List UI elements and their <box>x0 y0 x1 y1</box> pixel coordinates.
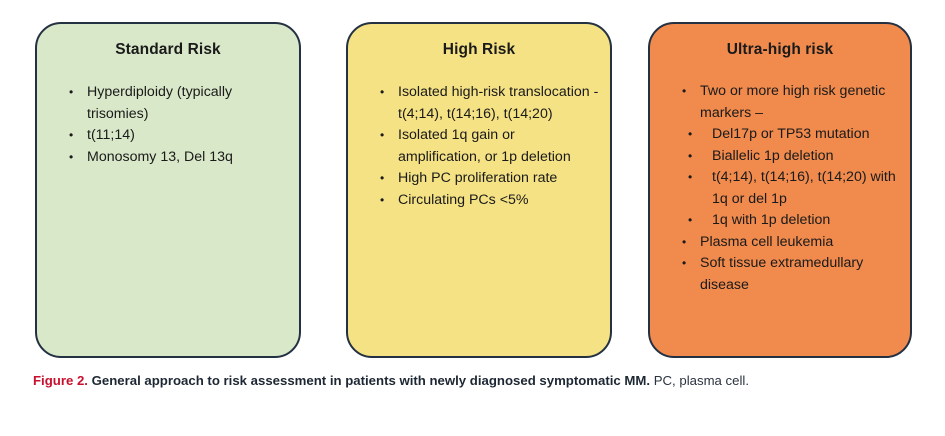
caption-bold-text: General approach to risk assessment in p… <box>91 373 651 388</box>
risk-box-high: High Risk Isolated high-risk translocati… <box>346 22 612 358</box>
list-item: Soft tissue extramedullary disease <box>682 253 900 296</box>
list-item: Monosomy 13, Del 13q <box>69 147 289 169</box>
list-item: Isolated 1q gain or amplification, or 1p… <box>380 125 600 168</box>
bullet-list-high: Isolated high-risk translocation - t(4;1… <box>348 82 610 211</box>
bullet-list-ultra-high: Two or more high risk genetic markers – … <box>650 81 910 296</box>
figure-caption: Figure 2. General approach to risk asses… <box>33 372 923 389</box>
list-item: Hyperdiploidy (typically trisomies) <box>69 82 289 125</box>
list-item: Plasma cell leukemia <box>682 232 900 254</box>
sub-list-item: 1q with 1p deletion <box>688 210 904 232</box>
sub-list-item: t(4;14), t(14;16), t(14;20) with 1q or d… <box>688 167 904 210</box>
list-item: t(11;14) <box>69 125 289 147</box>
bullet-list-standard: Hyperdiploidy (typically trisomies) t(11… <box>37 82 299 168</box>
caption-rest-text: PC, plasma cell. <box>653 373 750 388</box>
list-item: Isolated high-risk translocation - t(4;1… <box>380 82 600 125</box>
box-title-standard: Standard Risk <box>115 41 221 58</box>
sub-bullet-list-ultra-high: Del17p or TP53 mutation Biallelic 1p del… <box>650 124 910 232</box>
list-item: High PC proliferation rate <box>380 168 600 190</box>
risk-box-standard: Standard Risk Hyperdiploidy (typically t… <box>35 22 301 358</box>
box-title-high: High Risk <box>442 41 516 58</box>
list-item: Circulating PCs <5% <box>380 190 600 212</box>
box-title-ultra-high: Ultra-high risk <box>726 41 834 58</box>
sub-list-item: Del17p or TP53 mutation <box>688 124 904 146</box>
caption-figure-number: Figure 2. <box>33 373 88 388</box>
risk-box-ultra-high: Ultra-high risk Two or more high risk ge… <box>648 22 912 358</box>
list-item: Two or more high risk genetic markers – <box>682 81 900 124</box>
sub-list-item: Biallelic 1p deletion <box>688 146 904 168</box>
